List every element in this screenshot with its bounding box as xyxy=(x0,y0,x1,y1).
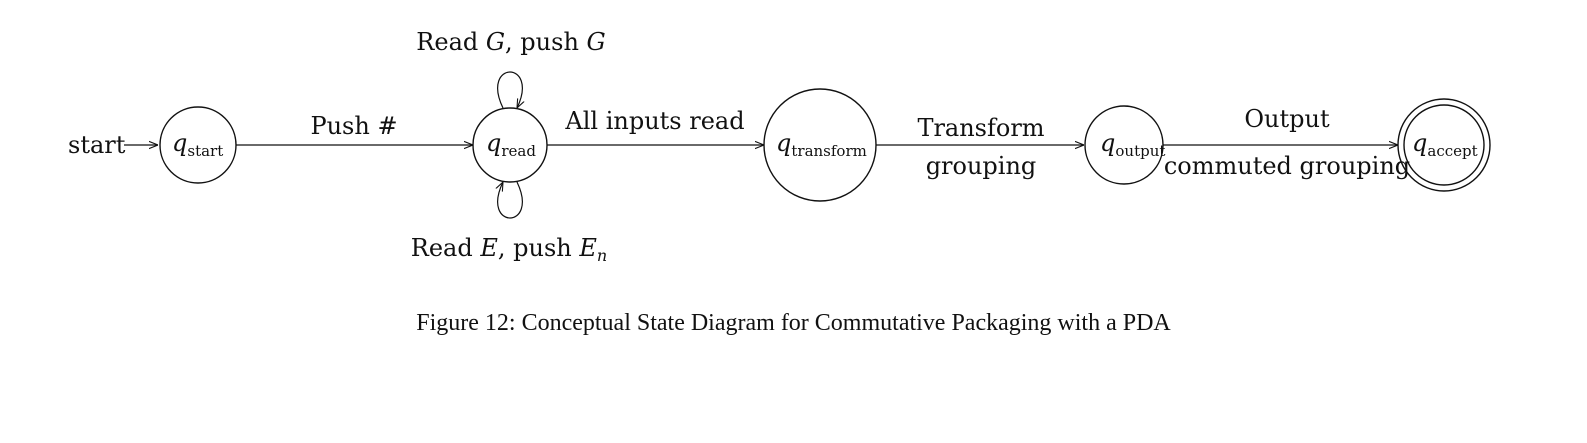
loop-read-bottom xyxy=(498,182,523,219)
edge-read-to-transform-label: All inputs read xyxy=(564,107,744,135)
state-q-read-label: qread xyxy=(486,129,536,160)
state-q-accept-label: qaccept xyxy=(1412,129,1478,160)
edge-transform-to-output-label-1: Transform xyxy=(917,114,1044,142)
edge-output-to-accept-label-1: Output xyxy=(1244,105,1330,133)
loop-read-top xyxy=(497,71,523,108)
start-label: start xyxy=(68,131,126,159)
edge-start-to-read-label: Push # xyxy=(310,112,397,140)
state-q-transform-label: qtransform xyxy=(776,129,867,160)
state-q-accept-outer xyxy=(1397,98,1491,192)
state-q-start-label: qstart xyxy=(172,129,223,160)
state-q-accept-inner xyxy=(1403,104,1485,186)
edge-transform-to-output-label-2: grouping xyxy=(926,152,1037,180)
loop-read-bottom-label: Read E, push En xyxy=(411,234,607,265)
figure-caption: Figure 12: Conceptual State Diagram for … xyxy=(416,310,1171,336)
state-q-output-label: qoutput xyxy=(1100,129,1165,160)
edge-output-to-accept-label-2: commuted grouping xyxy=(1164,152,1410,180)
loop-read-top-label: Read G, push G xyxy=(416,28,605,56)
